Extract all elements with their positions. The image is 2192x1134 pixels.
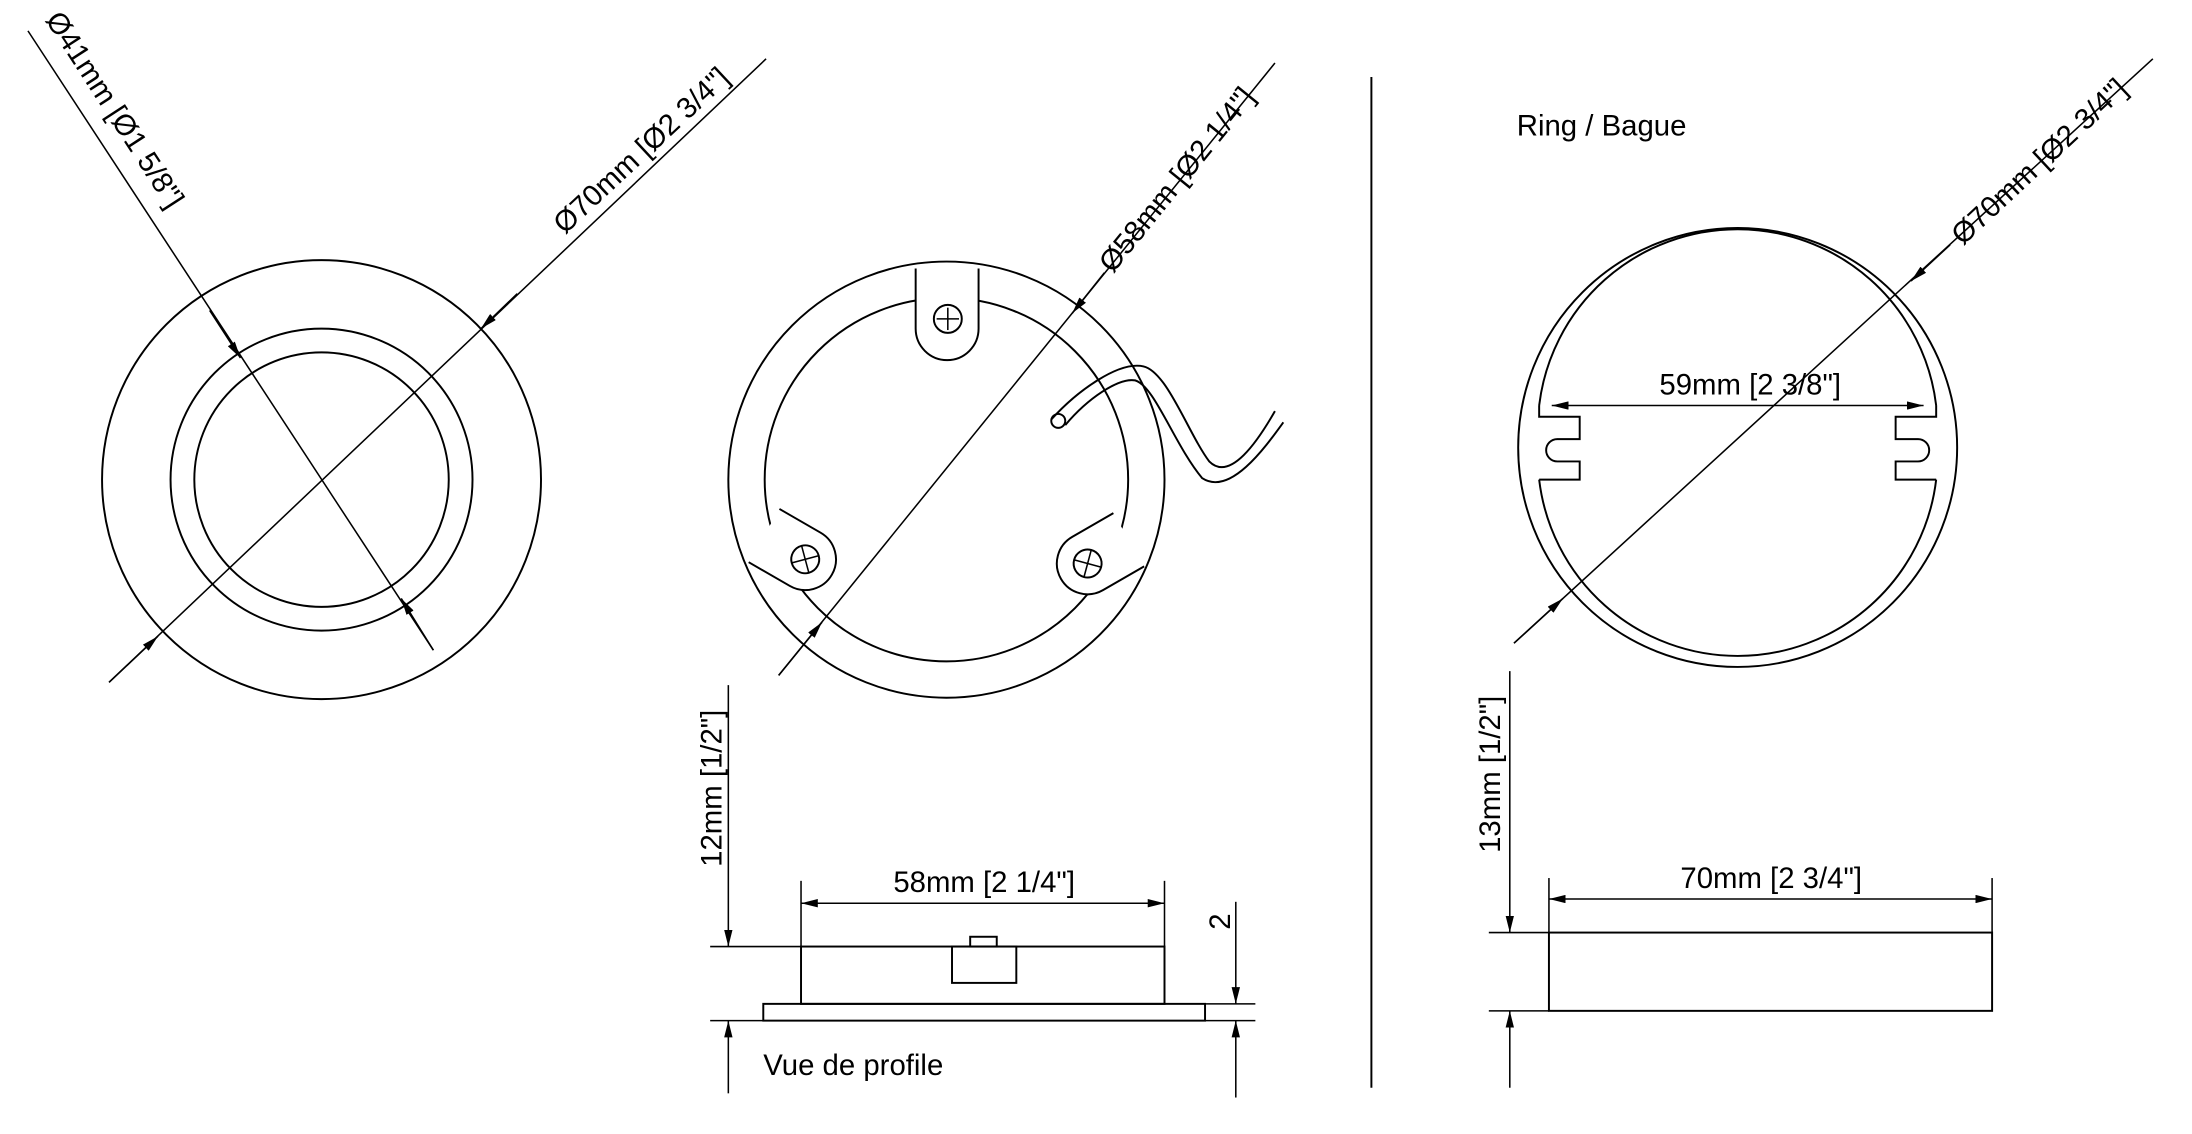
inner-diameter-arrow-bottom [400, 598, 435, 651]
ring-title: Ring / Bague [1517, 110, 1687, 143]
height-label: 12mm [1/2"] [695, 710, 728, 867]
ring-outer [1517, 227, 1959, 668]
ring-diameter-line [1513, 58, 2154, 644]
inner-diameter-arrow-top [209, 310, 242, 359]
inner-diameter-dimension-line [27, 30, 435, 651]
width-label: 58mm [2 1/4"] [893, 866, 1075, 899]
ring-diameter-label: Ø70mm [Ø2 3/4"] [1945, 72, 2134, 251]
housing-outer [727, 260, 1166, 699]
mounting-tab-top [914, 268, 980, 362]
profile-caption: Vue de profile [763, 1049, 943, 1082]
profile-view: 12mm [1/2"] 58mm [2 1/4"] 2 Vue de profi… [695, 685, 1256, 1098]
diameter-arrow-top [1071, 272, 1105, 314]
lens-ring-inner [193, 351, 450, 608]
slot-span-label: 59mm [2 3/8"] [1659, 368, 1841, 401]
body [800, 945, 1166, 1005]
diameter-label: Ø58mm [Ø2 1/4"] [1093, 81, 1262, 278]
outer-rim [101, 259, 542, 701]
ring-height-label: 13mm [1/2"] [1474, 696, 1507, 853]
outer-diameter-label: Ø70mm [Ø2 3/4"] [547, 61, 736, 240]
connector-box [951, 945, 1018, 984]
mounting-tab-left [748, 508, 837, 591]
base-plate [762, 1002, 1207, 1022]
plate-thickness-label: 2 [1204, 913, 1237, 929]
lens-ring-outer [169, 327, 474, 632]
diameter-arrow-bottom [778, 621, 823, 676]
ring-width-label: 70mm [2 3/4"] [1680, 862, 1862, 895]
ring-profile [1547, 931, 1994, 1012]
slot-right [1894, 405, 1938, 481]
outer-diameter-arrow-top [480, 293, 518, 330]
ring-inner [1538, 228, 1938, 657]
mounting-tab-right [1055, 512, 1145, 596]
power-wire [1050, 364, 1285, 484]
slot-left [1538, 405, 1581, 481]
diameter-dimension-line [778, 62, 1276, 676]
inner-diameter-label: Ø41mm [Ø1 5/8"] [39, 6, 190, 215]
outer-diameter-dimension-line [108, 58, 767, 683]
top-view: Ø41mm [Ø1 5/8"] Ø70mm [Ø2 3/4"] [27, 6, 767, 701]
ring-view: Ring / Bague 59mm [2 3/8"] Ø70mm [Ø2 3/4… [1474, 58, 2154, 1088]
connector-nub [969, 935, 998, 948]
outer-diameter-arrow-bottom [108, 635, 159, 683]
back-view: Ø58mm [Ø2 1/4"] [727, 62, 1285, 699]
